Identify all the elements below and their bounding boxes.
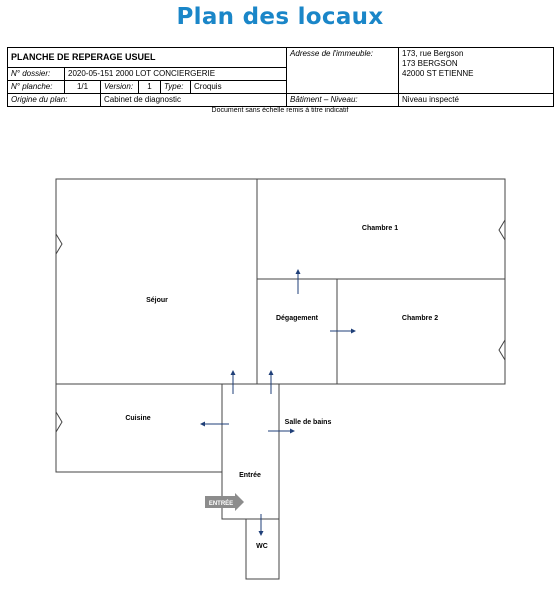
room-entree: Entrée [239,472,261,479]
room-salle-de-bains: Salle de bains [285,419,332,426]
header-table: PLANCHE DE REPERAGE USUEL Adresse de l'i… [6,47,555,107]
adresse-line: 173 BERGSON [402,59,458,68]
wc-walls [245,518,280,580]
window-notch [498,339,506,361]
adresse-label: Adresse de l'immeuble: [286,47,400,94]
room-chambre2: Chambre 2 [402,315,438,322]
room-cuisine: Cuisine [125,415,150,422]
adresse-value: 173, rue Bergson 173 BERGSON 42000 ST ET… [398,47,555,94]
door-arrows [200,269,356,536]
cuisine-walls [55,383,223,473]
entry-arrow-shape [205,493,244,511]
window-notch [55,411,63,433]
batiment-value: Niveau inspecté [398,93,555,107]
room-wc: WC [256,543,268,550]
page-subtitle: Document sans échelle remis à titre indi… [211,107,349,114]
origine-value: Cabinet de diagnostic [99,93,288,107]
outer-wall [55,178,506,385]
batiment-label: Bâtiment – Niveau: [286,93,400,107]
room-sejour: Séjour [146,297,168,304]
window-notch [55,233,63,255]
adresse-line: 42000 ST ETIENNE [402,69,474,78]
walls [55,178,506,580]
room-chambre1: Chambre 1 [362,225,398,232]
entry-marker: ENTRÉE [205,493,244,511]
adresse-line: 173, rue Bergson [402,49,464,58]
room-degagement: Dégagement [276,315,319,322]
page-title: Plan des locaux [176,4,384,30]
entry-marker-label: ENTRÉE [209,499,233,507]
room-labels: Séjour Chambre 1 Chambre 2 Dégagement Cu… [125,225,438,550]
window-notch [498,219,506,241]
